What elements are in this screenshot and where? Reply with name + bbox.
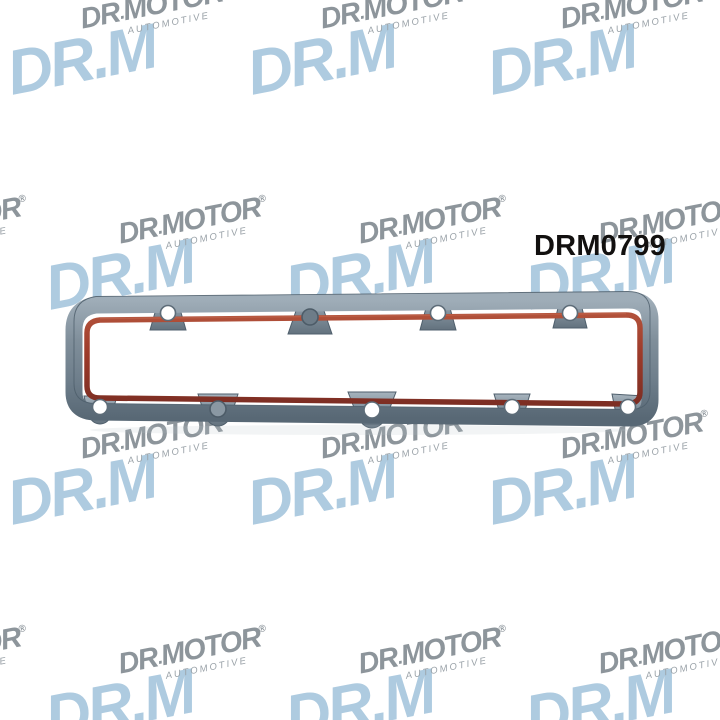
gasket-sealing-bead bbox=[84, 312, 643, 407]
watermark-brand-text: DR.MOTOR® bbox=[317, 406, 470, 466]
watermark-brand-mark: DR.MOTOR®AUTOMOTIVE bbox=[558, 0, 714, 45]
watermark-registered-icon: ® bbox=[257, 623, 268, 636]
watermark-blue-logo: DR.M bbox=[1, 441, 161, 539]
watermark-brand-text: DR.MOTOR® bbox=[317, 0, 466, 36]
watermark-brand-text: DR.MOTOR® bbox=[595, 621, 720, 681]
watermark-registered-icon: ® bbox=[257, 193, 268, 206]
watermark-brand-mark: DR.MOTOR®AUTOMOTIVE bbox=[356, 192, 512, 260]
watermark-registered-icon: ® bbox=[459, 408, 470, 421]
watermark-brand-mark: DR.MOTOR®AUTOMOTIVE bbox=[116, 622, 272, 690]
watermark-tagline: AUTOMOTIVE bbox=[0, 225, 9, 252]
watermark-blue-logo: DR.M bbox=[241, 11, 401, 109]
watermark-registered-icon: ® bbox=[497, 193, 508, 206]
gasket-bolt-holes bbox=[91, 304, 637, 419]
watermark-tile: DR.MDR.MOTOR®AUTOMOTIVE bbox=[0, 622, 38, 720]
watermark-dot-icon: . bbox=[357, 2, 366, 25]
watermark-brand-text: DR.MOTOR® bbox=[115, 191, 268, 251]
watermark-registered-icon: ® bbox=[219, 408, 230, 421]
watermark-blue-logo: DR.M bbox=[279, 226, 439, 324]
watermark-brand-mark: DR.MOTOR®AUTOMOTIVE bbox=[0, 192, 32, 260]
watermark-brand-mark: DR.MOTOR®AUTOMOTIVE bbox=[356, 622, 512, 690]
watermark-brand-text: DR.MOTOR® bbox=[557, 406, 710, 466]
watermark-dot-icon: . bbox=[395, 217, 404, 240]
watermark-brand-mark: DR.MOTOR®AUTOMOTIVE bbox=[318, 407, 474, 475]
watermark-brand-text: DR.MOTOR® bbox=[0, 621, 28, 673]
watermark-blue-logo: DR.M bbox=[519, 656, 679, 720]
watermark-tagline: AUTOMOTIVE bbox=[164, 655, 249, 682]
watermark-brand-mark: DR.MOTOR®AUTOMOTIVE bbox=[116, 192, 272, 260]
watermark-dot-icon: . bbox=[597, 2, 606, 25]
watermark-blue-logo: DR.M bbox=[39, 656, 199, 720]
gasket-shadow bbox=[90, 425, 630, 435]
watermark-blue-logo: DR.M bbox=[39, 226, 199, 324]
watermark-dot-icon: . bbox=[357, 432, 366, 455]
watermark-tile: DR.MDR.MOTOR®AUTOMOTIVE bbox=[480, 0, 720, 120]
watermark-blue-logo: DR.M bbox=[481, 441, 641, 539]
watermark-tagline: AUTOMOTIVE bbox=[164, 225, 249, 252]
watermark-tagline: AUTOMOTIVE bbox=[0, 655, 9, 682]
watermark-brand-text: DR.MOTOR® bbox=[355, 621, 508, 681]
watermark-dot-icon: . bbox=[117, 432, 126, 455]
watermark-blue-logo: DR.M bbox=[1, 11, 161, 109]
watermark-brand-mark: DR.MOTOR®AUTOMOTIVE bbox=[78, 0, 234, 45]
gasket-metal-frame bbox=[65, 291, 659, 427]
watermark-brand-mark: DR.MOTOR®AUTOMOTIVE bbox=[0, 622, 32, 690]
watermark-tile: DR.MDR.MOTOR®AUTOMOTIVE bbox=[0, 192, 38, 335]
watermark-brand-text: DR.MOTOR® bbox=[0, 191, 28, 243]
watermark-registered-icon: ® bbox=[497, 623, 508, 636]
watermark-tagline: AUTOMOTIVE bbox=[404, 225, 489, 252]
watermark-brand-text: DR.MOTOR® bbox=[115, 621, 268, 681]
watermark-brand-mark: DR.MOTOR®AUTOMOTIVE bbox=[558, 407, 714, 475]
watermark-tile: DR.MDR.MOTOR®AUTOMOTIVE bbox=[0, 0, 240, 120]
watermark-brand-mark: DR.MOTOR®AUTOMOTIVE bbox=[318, 0, 474, 45]
watermark-tagline: AUTOMOTIVE bbox=[366, 10, 451, 37]
watermark-brand-text: DR.MOTOR® bbox=[77, 0, 226, 36]
watermark-brand-mark: DR.MOTOR®AUTOMOTIVE bbox=[78, 407, 234, 475]
watermark-tagline: AUTOMOTIVE bbox=[606, 440, 691, 467]
watermark-registered-icon: ® bbox=[17, 193, 28, 206]
watermark-blue-logo: DR.M bbox=[481, 11, 641, 109]
watermark-dot-icon: . bbox=[155, 217, 164, 240]
watermark-tagline: AUTOMOTIVE bbox=[126, 10, 211, 37]
watermark-tagline: AUTOMOTIVE bbox=[126, 440, 211, 467]
watermark-tagline: AUTOMOTIVE bbox=[606, 10, 691, 37]
watermark-dot-icon: . bbox=[395, 647, 404, 670]
watermark-dot-icon: . bbox=[117, 2, 126, 25]
product-code-label: DRM0799 bbox=[534, 230, 666, 262]
watermark-brand-text: DR.MOTOR® bbox=[557, 0, 706, 36]
watermark-brand-text: DR.MOTOR® bbox=[77, 406, 230, 466]
gasket-bolt-tabs-bottom bbox=[83, 391, 646, 429]
watermark-registered-icon: ® bbox=[17, 623, 28, 636]
watermark-blue-logo: DR.M bbox=[279, 656, 439, 720]
watermark-tagline: AUTOMOTIVE bbox=[404, 655, 489, 682]
watermark-brand-mark: DR.MOTOR®AUTOMOTIVE bbox=[596, 622, 720, 690]
watermark-dot-icon: . bbox=[597, 432, 606, 455]
watermark-dot-icon: . bbox=[635, 647, 644, 670]
watermark-blue-logo: DR.M bbox=[241, 441, 401, 539]
gasket-bolt-tabs-top bbox=[149, 297, 588, 335]
watermark-dot-icon: . bbox=[155, 647, 164, 670]
watermark-tagline: AUTOMOTIVE bbox=[644, 655, 720, 682]
watermark-tagline: AUTOMOTIVE bbox=[366, 440, 451, 467]
watermark-tile: DR.MDR.MOTOR®AUTOMOTIVE bbox=[518, 622, 720, 720]
watermark-brand-text: DR.MOTOR® bbox=[355, 191, 508, 251]
watermark-registered-icon: ® bbox=[699, 408, 710, 421]
watermark-tile: DR.MDR.MOTOR®AUTOMOTIVE bbox=[240, 0, 480, 120]
